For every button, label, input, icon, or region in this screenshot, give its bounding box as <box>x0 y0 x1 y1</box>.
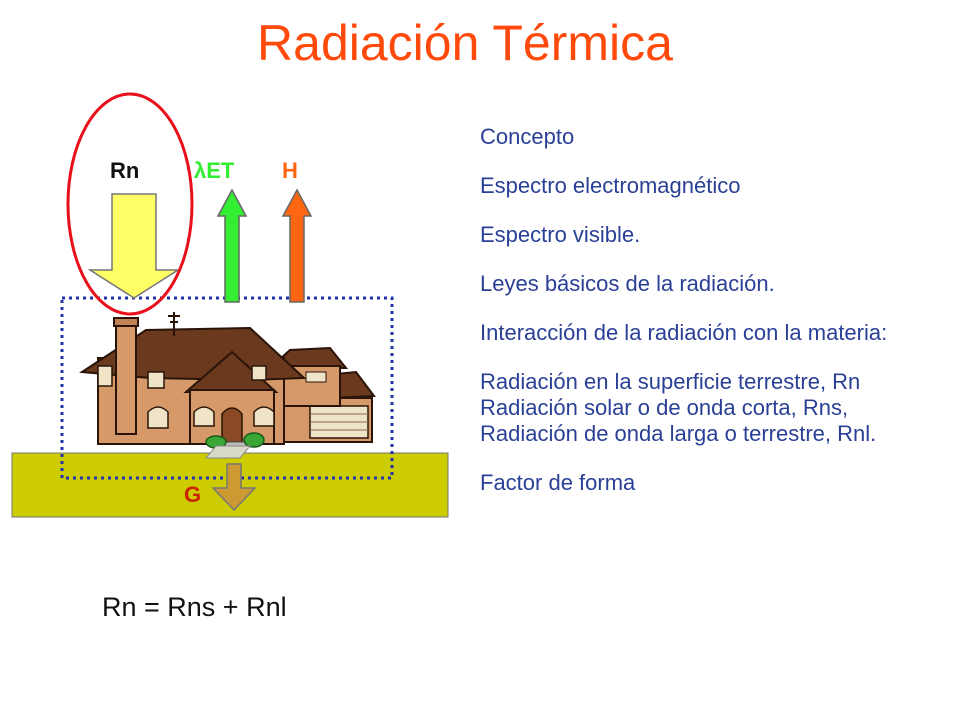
house-icon <box>79 312 376 459</box>
let-arrow <box>216 188 248 303</box>
topic-item-factor-forma: Factor de forma <box>480 470 636 495</box>
net-radiation-equation: Rn = Rns + Rnl <box>102 592 287 622</box>
topic-list: Concepto Espectro electromagnético Espec… <box>480 124 940 519</box>
h-label: H <box>282 158 298 183</box>
topic-item-leyes: Leyes básicos de la radiación. <box>480 271 775 296</box>
topic-item-espectro-visible: Espectro visible. <box>480 222 641 247</box>
topic-item-rnl: Radiación de onda larga o terrestre, Rnl… <box>480 421 877 446</box>
h-arrow <box>281 188 313 303</box>
topic-item-espectro-em: Espectro electromagnético <box>480 173 741 198</box>
g-label: G <box>184 482 202 507</box>
rn-highlight-circle <box>66 92 194 316</box>
rn-arrow <box>87 193 181 299</box>
g-arrow <box>211 463 257 512</box>
topic-item-rns: Radiación solar o de onda corta, Rns, <box>480 395 849 420</box>
let-label: λET <box>194 158 235 183</box>
topic-item-rn: Radiación en la superficie terrestre, Rn <box>480 369 861 394</box>
topic-item-interaccion: Interacción de la radiación con la mater… <box>480 320 888 345</box>
topic-item-concepto: Concepto <box>480 124 575 149</box>
rn-label: Rn <box>110 158 140 183</box>
slide-title: Radiación Térmica <box>257 15 673 71</box>
